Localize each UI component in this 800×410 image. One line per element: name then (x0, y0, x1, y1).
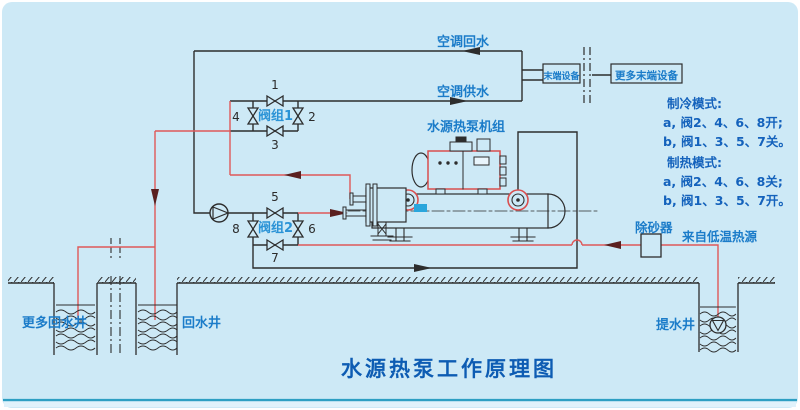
well-walls (53, 283, 739, 355)
bottom-strip (4, 402, 796, 407)
valve-3-icon (266, 125, 284, 137)
pipe-red-source-line (298, 239, 641, 246)
label-terminal-device: 末端设备 (543, 72, 580, 82)
control-panel (473, 156, 490, 166)
front-hx-flange-plate-1 (365, 183, 371, 227)
valve-1-icon (266, 95, 284, 107)
return-well-water (137, 304, 178, 351)
nameplate-cyan-tag (414, 204, 427, 212)
arrow-bypass-icon (414, 264, 432, 272)
ground (8, 277, 775, 284)
pipe-terminal-stubs (522, 69, 543, 81)
ground-hatch-3 (177, 277, 699, 283)
valve-number-6: 6 (308, 222, 316, 236)
upper-nozzle-flange (349, 192, 354, 206)
valve-5-icon (266, 207, 284, 219)
extraction-well-walls (698, 283, 739, 352)
sight-glass-dots (438, 161, 458, 165)
circulation-pump-icon (209, 203, 230, 223)
valve-6-icon (292, 220, 304, 238)
more-terminal-devices-box (610, 63, 683, 84)
note-heating-line-a: a, 阀2、4、6、8关; (663, 174, 783, 189)
arrow-source-icon (604, 241, 621, 249)
front-hx-leg (370, 221, 394, 241)
note-cooling-line-a: a, 阀2、4、6、8开; (663, 115, 783, 130)
front-hx-flange-plate-2 (372, 183, 378, 227)
note-heating-line-b: b, 阀1、3、5、7开。 (663, 193, 791, 208)
label-more-return-wells: 更多回水井 (22, 316, 88, 331)
red-piping (77, 101, 719, 320)
label-from-low-temp-heat-source: 来自低温热源 (682, 229, 758, 244)
label-ac-supply-water: 空调供水 (437, 85, 490, 100)
arrow-ac-supply-icon (450, 97, 468, 105)
heat-pump-unit-drawing (342, 136, 601, 242)
valve-2-icon (292, 107, 304, 125)
arrow-hx-return-icon (284, 171, 301, 179)
compressor-foot-left (435, 188, 446, 195)
rear-hx-right-leg (510, 227, 536, 242)
terminal-break-marks (583, 47, 591, 105)
nozzle-flange-right (507, 189, 529, 211)
valve-number-1: 1 (271, 78, 279, 92)
note-cooling-line-b: b, 阀1、3、5、7关。 (663, 134, 791, 149)
pipe-red-more-wells-branch (77, 246, 155, 320)
lower-nozzle-flange (342, 206, 347, 220)
rear-hx-left-leg (387, 227, 413, 242)
label-valve-group-2: 阀组2 (258, 221, 294, 236)
arrow-ac-return-icon (462, 47, 480, 55)
pipe-red-from-well-pump (661, 244, 719, 317)
valve-8-icon (247, 220, 259, 238)
return-well-walls (135, 283, 178, 355)
terminal-device-box (542, 63, 581, 84)
valve-4-icon (247, 107, 259, 125)
compressor-foot-right (477, 188, 488, 195)
label-extraction-well: 提水井 (656, 318, 696, 333)
black-flow-arrows (414, 47, 480, 272)
pipe-left-riser-to-pump (193, 51, 253, 214)
ground-hatch-2 (97, 277, 136, 283)
label-desander: 除砂器 (635, 220, 673, 235)
valve-number-3: 3 (271, 138, 279, 152)
valve-number-2: 2 (308, 110, 316, 124)
label-return-well: 回水井 (182, 316, 222, 331)
arrow-well-drop-icon (151, 189, 159, 206)
note-heating-title: 制热模式: (667, 155, 722, 170)
label-more-terminal-devices: 更多末端设备 (615, 70, 678, 82)
valve-7-icon (266, 239, 284, 251)
note-cooling-title: 制冷模式: (667, 96, 722, 111)
compressor-top-block (449, 141, 473, 152)
compressor-side-fittings (499, 155, 507, 187)
diagram-title: 水源热泵工作原理图 (341, 357, 557, 381)
more-return-well-walls (53, 283, 98, 355)
ground-hatch-1 (8, 277, 54, 283)
compressor-top-cap (455, 136, 467, 143)
desander-box (640, 233, 662, 258)
arrow-hx-supply-icon (330, 209, 348, 217)
valve-number-8: 8 (232, 222, 240, 236)
compressor-motor-block (476, 138, 491, 152)
label-heat-pump-unit: 水源热泵机组 (427, 120, 506, 135)
red-flow-arrows (151, 171, 621, 249)
front-hx-lower-nozzle (345, 209, 367, 217)
ground-hatch-4 (738, 277, 775, 283)
front-hx-upper-nozzle (352, 195, 367, 203)
well-break-centerlines (110, 276, 121, 355)
submersible-pump-icon (709, 316, 727, 334)
label-valve-group-1: 阀组1 (258, 109, 294, 124)
valve-number-5: 5 (271, 190, 279, 204)
pipe-red-hx-return (230, 174, 351, 199)
pipe-bypass-loop (252, 131, 578, 269)
label-ac-return-water: 空调回水 (437, 35, 490, 50)
front-heat-exchanger (365, 187, 407, 223)
valve-number-7: 7 (271, 251, 279, 265)
well-pipe-break-marks (110, 238, 121, 258)
valve-number-4: 4 (232, 110, 240, 124)
